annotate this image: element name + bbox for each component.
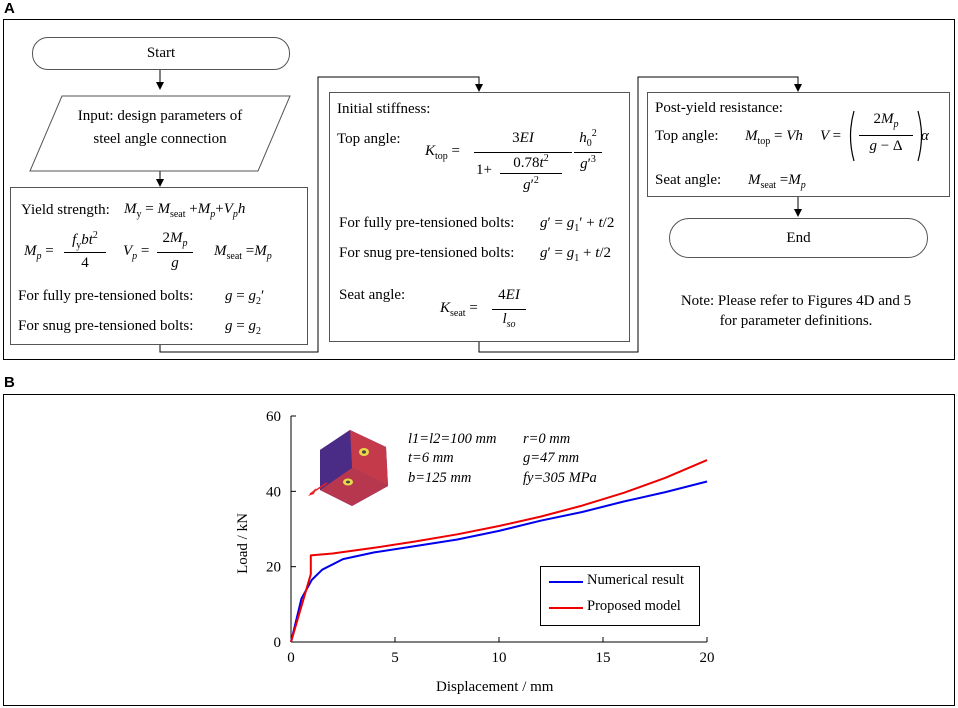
panel-a-letter: A — [4, 0, 15, 17]
fraction-bar — [64, 252, 106, 253]
legend-label-proposed: Proposed model — [587, 598, 681, 614]
chart-legend: Numerical result Proposed model — [540, 566, 700, 626]
panel-b-frame — [3, 394, 955, 706]
ktop-num: 3EI — [512, 130, 534, 146]
yield-eq-mp-lhs: Mp = — [24, 243, 54, 262]
stiffness-fully-label: For fully pre-tensioned bolts: — [339, 215, 515, 231]
yield-eq-vp-lhs: Vp = — [123, 243, 150, 262]
yield-eq-mp-num: fybt2 — [72, 230, 98, 251]
yield-eq-vp-num: 2Mp — [162, 230, 188, 249]
fraction-bar — [157, 252, 193, 253]
post-yield-v-den: g − Δ — [869, 138, 903, 154]
panel-a-frame — [3, 19, 955, 360]
arrow-stiffness-to-postyield — [478, 76, 802, 353]
fraction-bar — [474, 152, 572, 153]
fraction-bar — [574, 152, 602, 153]
stiffness-snug-eq: g′ = g1 + t/2 — [540, 245, 612, 264]
end-label: End — [786, 229, 811, 246]
kseat-num: 4EI — [498, 287, 520, 303]
flowchart-connectors — [29, 70, 802, 353]
legend-swatch-proposed — [549, 607, 583, 609]
y-tick-label: 0 — [274, 635, 282, 651]
ktop-den-one: 1+ — [476, 162, 492, 178]
start-label: Start — [146, 45, 176, 61]
yield-strength-label: Yield strength: — [21, 202, 110, 218]
post-yield-top-label: Top angle: — [655, 128, 719, 144]
note-line1: Note: Please refer to Figures 4D and 5 — [680, 293, 912, 309]
param-t: t=6 mm — [408, 450, 454, 466]
yield-snug-label: For snug pre-tensioned bolts: — [18, 318, 194, 334]
param-r: r=0 mm — [523, 431, 571, 447]
yield-fully-eq: g = g2′ — [225, 288, 265, 307]
y-tick-label: 40 — [266, 484, 281, 500]
x-tick-label: 15 — [596, 650, 611, 666]
yield-eq-vp-den: g — [171, 255, 179, 271]
start-terminal: Start — [32, 37, 290, 70]
x-tick-label: 10 — [492, 650, 507, 666]
series-line-proposed-model — [290, 459, 708, 643]
x-axis-label: Displacement / mm — [436, 679, 554, 695]
ktop-g3: g′3 — [580, 154, 596, 172]
post-yield-seat-eq: Mseat =Mp — [748, 172, 806, 191]
stiffness-label: Initial stiffness: — [337, 101, 431, 117]
stiffness-seat-label: Seat angle: — [339, 287, 406, 303]
ktop-lhs: Ktop = — [425, 143, 461, 162]
yield-eq-mseat: Mseat =Mp — [214, 243, 272, 262]
fraction-bar — [500, 173, 562, 174]
x-tick-label: 20 — [700, 650, 715, 666]
fraction-bar — [492, 309, 526, 310]
post-yield-v-lhs: V = — [820, 128, 842, 144]
ktop-den-num: 0.78t2 — [513, 153, 549, 171]
param-l1l2: l1=l2=100 mm — [408, 431, 497, 447]
end-terminal: End — [669, 218, 928, 258]
legend-label-numerical: Numerical result — [587, 572, 685, 588]
yield-eq-my: My = Mseat +Mp+Vph — [124, 201, 246, 220]
yield-eq-mp-den: 4 — [81, 255, 89, 271]
initial-stiffness-box — [329, 92, 630, 342]
ktop-h0: h02 — [579, 128, 597, 149]
panel-b-letter: B — [4, 374, 15, 391]
yield-strength-box — [10, 187, 308, 345]
stiffness-snug-label: For snug pre-tensioned bolts: — [339, 245, 515, 261]
param-b: b=125 mm — [408, 470, 472, 486]
param-fy: fy=305 MPa — [523, 470, 597, 486]
fraction-bar — [859, 135, 913, 136]
y-axis-label: Load / kN — [234, 513, 251, 574]
input-text-line1: Input: design parameters of — [77, 108, 243, 124]
input-parallelogram — [29, 95, 291, 172]
post-yield-box — [647, 92, 950, 197]
series-line-numerical-result — [290, 480, 708, 643]
note-line2: for parameter definitions. — [719, 313, 873, 329]
yield-snug-eq: g = g2 — [225, 318, 261, 337]
input-text-line2: steel angle connection — [93, 131, 227, 147]
post-yield-alpha: α — [921, 128, 929, 144]
stiffness-top-label: Top angle: — [337, 131, 401, 147]
legend-swatch-numerical — [549, 581, 583, 583]
fe-model-inset — [308, 430, 388, 506]
param-g: g=47 mm — [523, 450, 580, 466]
post-yield-v-num: 2Mp — [873, 111, 899, 130]
x-tick-label: 5 — [391, 650, 399, 666]
post-yield-label: Post-yield resistance: — [655, 100, 783, 116]
yield-fully-label: For fully pre-tensioned bolts: — [18, 288, 194, 304]
y-tick-label: 20 — [266, 560, 281, 576]
post-yield-v-parens — [849, 110, 923, 162]
kseat-den: lso — [502, 311, 516, 330]
arrow-yield-to-stiffness — [159, 76, 483, 353]
stiffness-fully-eq: g′ = g1′ + t/2 — [540, 215, 615, 234]
post-yield-seat-label: Seat angle: — [655, 172, 722, 188]
ktop-den-den: g′2 — [523, 175, 539, 193]
x-tick-label: 0 — [287, 650, 295, 666]
post-yield-mtop-eq: Mtop = Vh — [745, 128, 803, 147]
y-tick-label: 60 — [266, 409, 281, 425]
kseat-lhs: Kseat = — [440, 300, 478, 319]
